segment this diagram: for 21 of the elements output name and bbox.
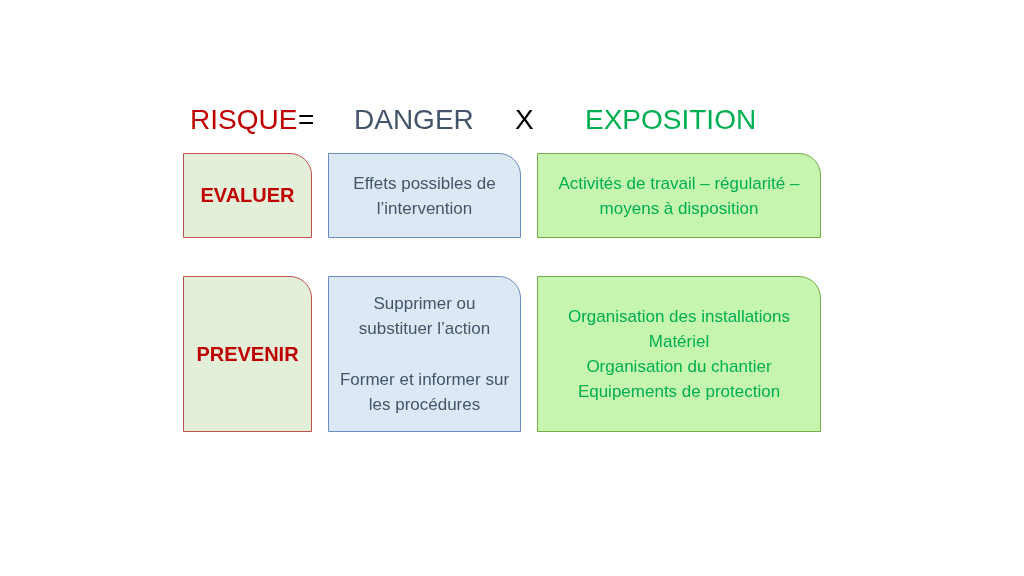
box-text: Effets possibles de l’intervention bbox=[352, 172, 497, 220]
row-heading: PREVENIR bbox=[196, 341, 299, 367]
multiply-sign: X bbox=[515, 103, 534, 137]
exposure-term: EXPOSITION bbox=[585, 103, 757, 137]
row-heading: EVALUER bbox=[200, 183, 295, 208]
box-text: Activités de travail – régularité – moyens à disposition bbox=[557, 172, 801, 220]
equals-sign: = bbox=[298, 103, 315, 137]
danger-box bbox=[328, 153, 521, 238]
box-text: Matériel bbox=[647, 331, 711, 353]
danger-box bbox=[328, 276, 521, 432]
box-text: Organisation des installations bbox=[566, 306, 792, 328]
box-text: Organisation du chantier bbox=[585, 356, 773, 378]
row-heading-box bbox=[183, 276, 312, 432]
danger-term: DANGER bbox=[354, 103, 474, 137]
box-text: Equipements de protection bbox=[576, 381, 782, 403]
exposition-box bbox=[537, 153, 821, 238]
box-text: Former et informer sur les procédures bbox=[338, 369, 511, 416]
exposition-box bbox=[537, 276, 821, 432]
box-text: Supprimer ou substituer l’action bbox=[357, 293, 492, 340]
row-heading-box bbox=[183, 153, 312, 238]
risk-term: RISQUE bbox=[190, 103, 298, 137]
